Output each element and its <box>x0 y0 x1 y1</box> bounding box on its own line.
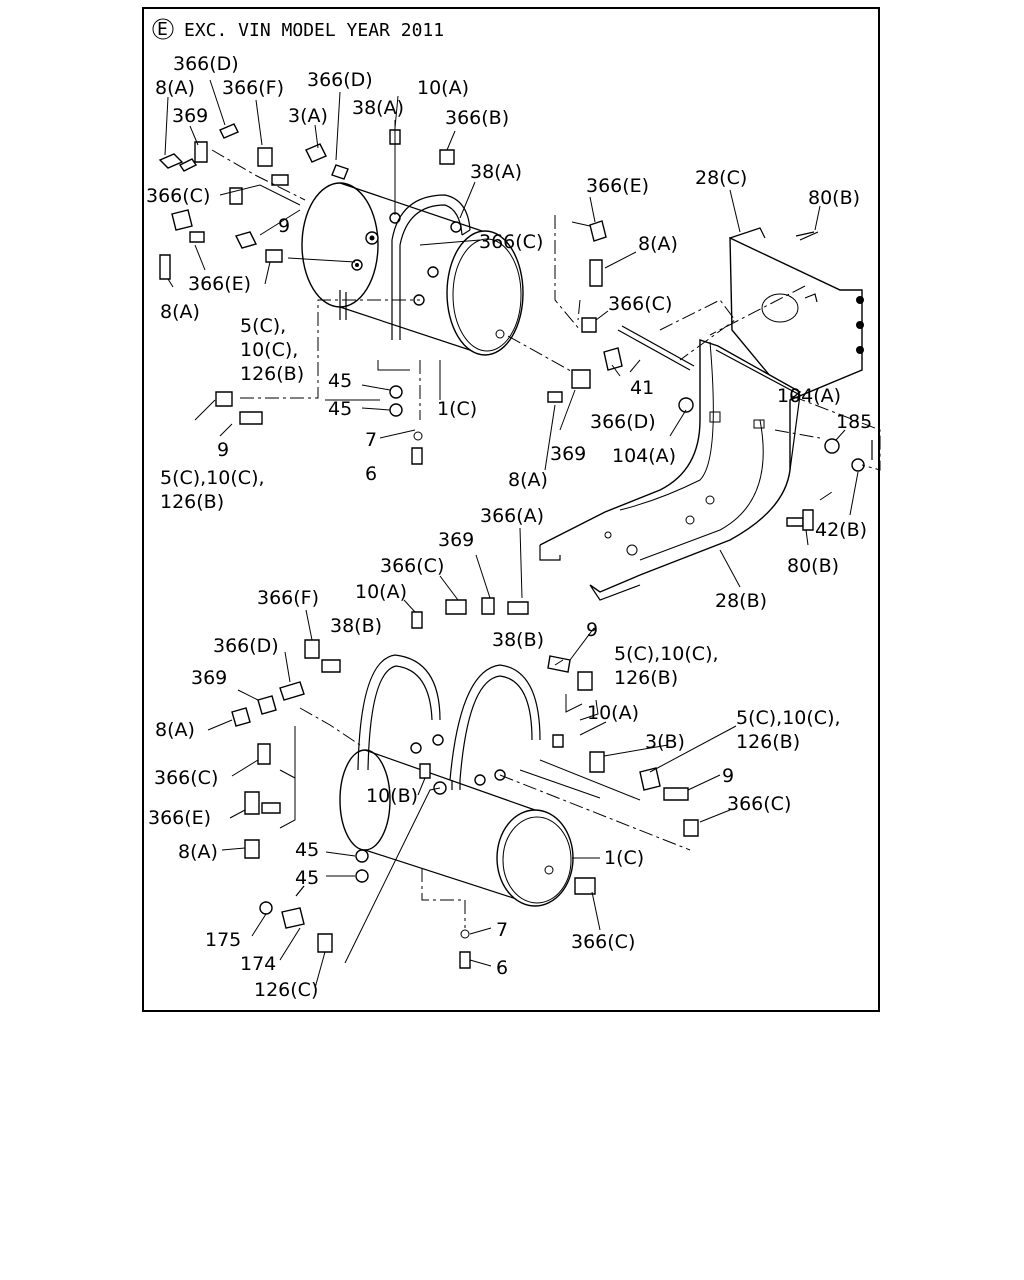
callout-366f-1: 366(F) <box>222 77 284 99</box>
callout-174: 174 <box>240 953 276 975</box>
callout-8a-4: 8(A) <box>508 469 548 491</box>
callout-6-1: 6 <box>365 463 377 485</box>
callout-5c-2a: 5(C),10(C), <box>160 467 265 489</box>
section-marker-circle <box>152 18 174 40</box>
callout-1c-1: 1(C) <box>437 398 477 420</box>
diagram-title: EXC. VIN MODEL YEAR 2011 <box>184 20 444 41</box>
callout-9-1: 9 <box>278 215 290 237</box>
callout-1c-2: 1(C) <box>604 847 644 869</box>
callout-104a-2: 104(A) <box>612 445 676 467</box>
callout-9-4: 9 <box>722 765 734 787</box>
callout-366c-1: 366(C) <box>146 185 210 207</box>
callout-366b-1: 366(B) <box>445 107 509 129</box>
callout-8a-2: 8(A) <box>160 301 200 323</box>
callout-38b-2: 38(B) <box>492 629 544 651</box>
callout-366c-5: 366(C) <box>154 767 218 789</box>
callout-45-2: 45 <box>328 398 352 420</box>
callout-8a-1: 8(A) <box>155 77 195 99</box>
frame-bracket <box>539 189 881 601</box>
callout-5c-1b: 10(C), <box>240 339 298 361</box>
callout-10a-1: 10(A) <box>417 77 469 99</box>
callout-38a-1: 38(A) <box>352 97 404 119</box>
callout-366c-7: 366(C) <box>571 931 635 953</box>
upper-leaders <box>164 79 579 439</box>
callout-366d-3: 366(D) <box>590 411 656 433</box>
lower-leaders <box>207 527 737 989</box>
callout-366d-1: 366(D) <box>173 53 239 75</box>
callout-369-4: 369 <box>191 667 227 689</box>
callout-8a-6: 8(A) <box>178 841 218 863</box>
callout-185: 185 <box>836 411 872 433</box>
section-marker: E <box>157 19 168 40</box>
callout-126c: 126(C) <box>254 979 318 1001</box>
callout-366f-2: 366(F) <box>257 587 319 609</box>
callout-38b-1: 38(B) <box>330 615 382 637</box>
callout-28b: 28(B) <box>715 590 767 612</box>
callout-366c-4: 366(C) <box>380 555 444 577</box>
callout-3a-1: 3(A) <box>288 105 328 127</box>
callout-45-4: 45 <box>295 867 319 889</box>
diagram-header: E EXC. VIN MODEL YEAR 2011 <box>152 18 444 41</box>
callout-10b: 10(B) <box>366 785 418 807</box>
callout-labels: 366(D) 8(A) 366(F) 366(D) 10(A) 369 3(A)… <box>146 53 872 1001</box>
callout-8a-3: 8(A) <box>638 233 678 255</box>
callout-9-2: 9 <box>217 439 229 461</box>
callout-369-3: 369 <box>438 529 474 551</box>
callout-80b-2: 80(B) <box>787 555 839 577</box>
callout-28c: 28(C) <box>695 167 747 189</box>
callout-104a-1: 104(A) <box>777 385 841 407</box>
callout-45-1: 45 <box>328 370 352 392</box>
callout-5c-1a: 5(C), <box>240 315 286 337</box>
callout-5c-3b: 126(B) <box>614 667 678 689</box>
callout-8a-5: 8(A) <box>155 719 195 741</box>
callout-5c-3a: 5(C),10(C), <box>614 643 719 665</box>
callout-175: 175 <box>205 929 241 951</box>
upper-fittings <box>158 123 455 465</box>
callout-366d-4: 366(D) <box>213 635 279 657</box>
callout-366d-2: 366(D) <box>307 69 373 91</box>
callout-6-2: 6 <box>496 957 508 979</box>
callout-41: 41 <box>630 377 654 399</box>
callout-366c-6: 366(C) <box>727 793 791 815</box>
callout-366c-2: 366(C) <box>479 231 543 253</box>
callout-5c-4b: 126(B) <box>736 731 800 753</box>
callout-10a-3: 10(A) <box>587 702 639 724</box>
callout-369-1: 369 <box>172 105 208 127</box>
callout-42b: 42(B) <box>815 519 867 541</box>
callout-366a: 366(A) <box>480 505 544 527</box>
callout-366e-3: 366(E) <box>148 807 211 829</box>
callout-45-3: 45 <box>295 839 319 861</box>
callout-366c-3: 366(C) <box>608 293 672 315</box>
callout-7-2: 7 <box>496 919 508 941</box>
lower-air-tank <box>339 654 574 907</box>
callout-5c-1c: 126(B) <box>240 363 304 385</box>
callout-7-1: 7 <box>365 429 377 451</box>
callout-366e-1: 366(E) <box>188 273 251 295</box>
callout-9-3: 9 <box>586 619 598 641</box>
callout-38a-2: 38(A) <box>470 161 522 183</box>
callout-3b: 3(B) <box>645 731 685 753</box>
callout-366e-2: 366(E) <box>586 175 649 197</box>
callout-369-2: 369 <box>550 443 586 465</box>
callout-5c-2b: 126(B) <box>160 491 224 513</box>
callout-80b-1: 80(B) <box>808 187 860 209</box>
lower-fittings <box>231 597 699 969</box>
callout-10a-2: 10(A) <box>355 581 407 603</box>
callout-5c-4a: 5(C),10(C), <box>736 707 841 729</box>
upper-air-tank <box>301 182 524 356</box>
